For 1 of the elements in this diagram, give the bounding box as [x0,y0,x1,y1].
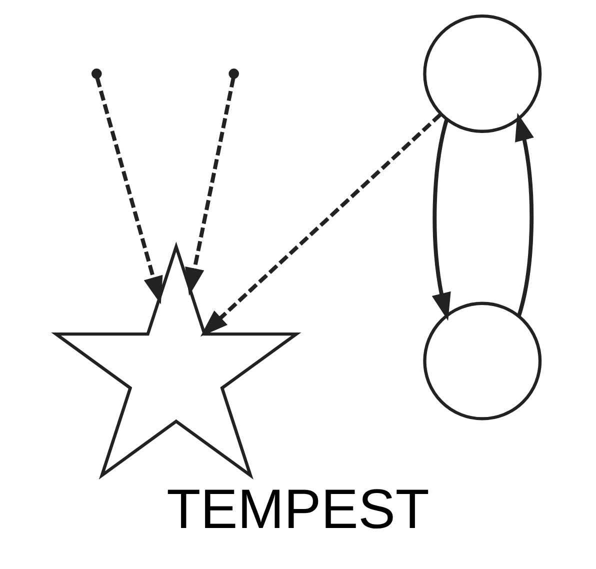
diagram-title: TEMPEST [166,478,430,540]
